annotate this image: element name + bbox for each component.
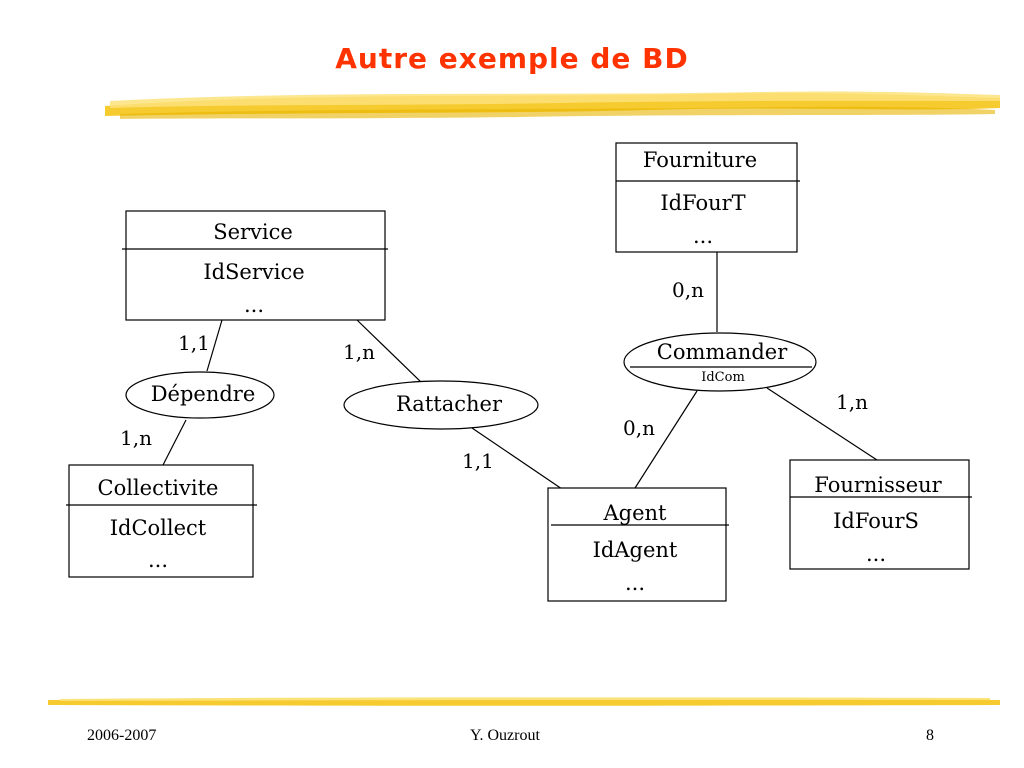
footer-date: 2006-2007	[87, 727, 157, 744]
link-rattacher-agent	[471, 427, 563, 490]
cardinality-commander-fournisseur: 1,n	[836, 390, 868, 414]
entity-service-more: ...	[244, 293, 264, 317]
link-dependre-collectivite	[162, 419, 187, 466]
relationship-dependre-name: Dépendre	[151, 382, 256, 406]
link-commander-fournisseur	[766, 387, 878, 461]
cardinality-service-dependre: 1,1	[178, 331, 210, 355]
slide-title: Autre exemple de BD	[335, 42, 689, 75]
cardinality-service-rattacher: 1,n	[343, 340, 375, 364]
entity-agent-more: ...	[625, 571, 645, 595]
relationship-rattacher[interactable]: Rattacher	[343, 380, 539, 430]
cardinality-commander-agent: 0,n	[623, 416, 655, 440]
entity-collectivite-name: Collectivite	[98, 476, 219, 500]
entity-collectivite[interactable]: Collectivite IdCollect ...	[66, 464, 257, 578]
footer-page-number: 8	[926, 727, 934, 744]
entity-fourniture-more: ...	[693, 224, 713, 248]
relationship-rattacher-name: Rattacher	[396, 392, 503, 416]
entity-agent[interactable]: Agent IdAgent ...	[547, 487, 729, 602]
cardinality-fourniture-commander: 0,n	[672, 278, 704, 302]
entity-fournisseur-more: ...	[866, 542, 886, 566]
entity-service-name: Service	[213, 220, 293, 244]
footer-author: Y. Ouzrout	[470, 727, 540, 744]
relationship-commander-name: Commander	[657, 340, 788, 364]
link-service-dependre	[206, 319, 223, 372]
entity-fourniture-key: IdFourT	[660, 191, 745, 215]
cardinality-rattacher-agent: 1,1	[462, 449, 494, 473]
entity-fourniture[interactable]: Fourniture IdFourT ...	[615, 142, 800, 253]
link-service-rattacher	[356, 319, 423, 384]
relationship-commander[interactable]: Commander IdCom	[623, 332, 817, 392]
entity-service-key: IdService	[203, 260, 304, 284]
relationship-commander-attr: IdCom	[701, 370, 745, 385]
entity-collectivite-key: IdCollect	[110, 516, 207, 540]
entity-fournisseur-key: IdFourS	[833, 509, 919, 533]
relationship-dependre[interactable]: Dépendre	[125, 371, 275, 419]
entity-fourniture-name: Fourniture	[643, 148, 757, 172]
entity-collectivite-more: ...	[148, 548, 168, 572]
cardinality-dependre-collectivite: 1,n	[120, 426, 152, 450]
entity-fournisseur-name: Fournisseur	[814, 473, 942, 497]
entity-fournisseur[interactable]: Fournisseur IdFourS ...	[789, 459, 972, 570]
entity-agent-key: IdAgent	[593, 538, 678, 562]
link-commander-agent	[634, 390, 698, 489]
entity-agent-name: Agent	[603, 501, 668, 525]
title-underline-stroke	[105, 91, 1000, 119]
footer-rule-stroke	[48, 697, 1000, 706]
entity-service[interactable]: Service IdService ...	[122, 210, 388, 321]
